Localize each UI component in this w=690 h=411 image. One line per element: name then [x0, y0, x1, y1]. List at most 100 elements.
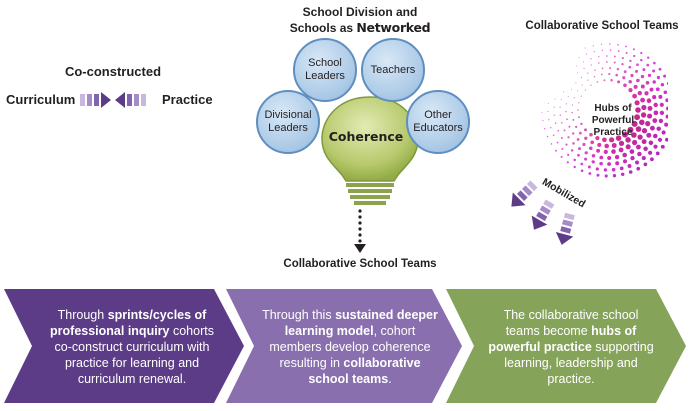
swirl-dot [565, 103, 568, 105]
chevron-1-text: Through sprints/cycles of professional i… [44, 297, 220, 397]
swirl-dot [615, 135, 622, 141]
school-leaders-bubble: School Leaders [293, 38, 357, 102]
swirl-dot [628, 170, 633, 174]
swirl-dot [570, 88, 573, 90]
swirl-dot [580, 122, 583, 126]
chevron-1-post: cohorts co-construct curriculum with pra… [54, 324, 214, 386]
networked-title: School Division and Schools as Networked [286, 4, 434, 36]
swirl-dot [598, 62, 600, 64]
swirl-dot [652, 80, 656, 84]
chevron-3-shape [446, 289, 686, 403]
swirl-dot [613, 55, 616, 58]
swirl-dot [632, 93, 637, 99]
swirl-dot [634, 69, 639, 73]
swirl-dot [614, 154, 620, 160]
swirl-dot [648, 150, 653, 155]
lightbulb-icon [321, 96, 419, 205]
swirl-dot [622, 76, 626, 80]
swirl-dot [606, 55, 608, 57]
swirl-dot [603, 149, 608, 155]
chevron-1-bold: sprints/cycles of professional inquiry [50, 308, 207, 338]
swirl-dot [613, 61, 616, 64]
swirl-dot [653, 133, 658, 139]
networked-title-prefix: Schools as [289, 21, 357, 35]
networked-title-strong: Networked [356, 20, 431, 35]
swirl-dot [567, 95, 569, 97]
swirl-dot [635, 126, 642, 132]
swirl-dot [636, 78, 640, 83]
swirl-dot [600, 73, 603, 76]
swirl-dot [565, 143, 568, 146]
swirl-dot [609, 43, 611, 45]
swirl-dot [573, 97, 575, 99]
swirl-dot [663, 74, 667, 78]
swirl-dot [632, 139, 638, 146]
swirl-dot [633, 54, 636, 58]
swirl-dot [573, 165, 576, 169]
swirl-dot [640, 74, 645, 79]
practice-label: Practice [162, 92, 213, 107]
swirl-dot [615, 161, 620, 166]
swirl-dot [628, 65, 632, 69]
swirl-dot [609, 137, 615, 143]
swirl-dot [593, 50, 595, 53]
chevron-2-post: . [388, 372, 392, 386]
swirl-dot [554, 98, 556, 100]
swirl-dot [575, 125, 578, 129]
swirl-dot [636, 166, 641, 171]
swirl-dot [553, 114, 555, 116]
swirl-dot [584, 47, 586, 49]
swirl-dot [617, 50, 620, 52]
swirl-dot [627, 164, 632, 168]
swirl-dot [596, 148, 601, 153]
swirl-dot [637, 90, 643, 96]
swirl-dot [657, 137, 663, 142]
swirl-dot [602, 137, 607, 143]
curriculum-label: Curriculum [6, 92, 76, 107]
hubs-line2: Powerful [591, 115, 635, 126]
swirl-dot [591, 160, 595, 164]
swirl-dot [621, 63, 624, 66]
swirl-dot [649, 125, 655, 131]
swirl-dot [619, 166, 624, 171]
swirl-dot [652, 69, 656, 73]
swirl-dot [601, 49, 604, 52]
two-way-arrows-icon [80, 92, 146, 108]
chevron-2-bold2: collaborative school teams [308, 356, 421, 386]
swirl-dot [566, 161, 569, 164]
swirl-dot [576, 65, 578, 67]
swirl-dot [644, 91, 649, 96]
swirl-dot [618, 147, 624, 153]
swirl-dot [622, 152, 627, 158]
swirl-dot [542, 120, 544, 122]
swirl-dot [628, 79, 632, 84]
swirl-dot [649, 87, 654, 92]
swirl-dot [600, 43, 603, 45]
swirl-dot [553, 106, 555, 108]
swirl-dot [596, 173, 600, 177]
swirl-dot [640, 112, 647, 118]
swirl-dot [631, 120, 638, 127]
swirl-dot [573, 158, 576, 162]
swirl-dot [632, 48, 635, 51]
chevron-2-shape [226, 289, 462, 403]
swirl-dot [617, 43, 619, 46]
swirl-dot [599, 155, 604, 160]
collaborative-school-teams-title: Collaborative School Teams [525, 20, 679, 32]
swirl-dot [656, 126, 661, 131]
swirl-dot [576, 90, 579, 92]
swirl-dot [625, 144, 631, 150]
swirl-dot [647, 113, 653, 119]
swirl-dot [547, 102, 549, 104]
chevron-1-pre: Through [57, 308, 108, 322]
swirl-dot [640, 58, 643, 62]
swirl-dot [665, 98, 668, 103]
swirl-dot [547, 110, 549, 113]
swirl-dot [571, 111, 573, 114]
swirl-dot [576, 138, 580, 141]
swirl-dot [584, 157, 588, 161]
swirl-dot [652, 94, 657, 100]
swirl-dot [658, 118, 664, 124]
swirl-dot [548, 119, 550, 121]
swirl-dot [618, 140, 625, 147]
